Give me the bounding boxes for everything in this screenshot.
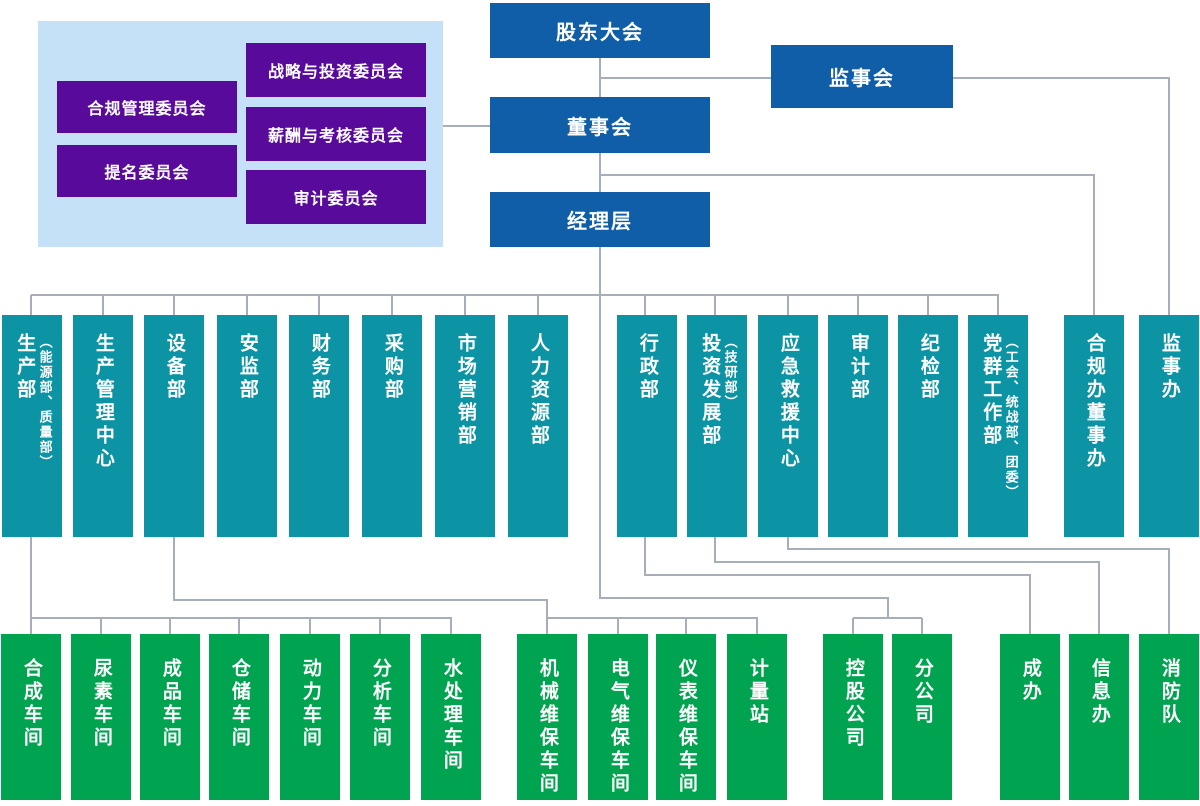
org-node-nomination-committee: 提名委员会 <box>57 145 237 197</box>
org-node-finance-dept: 财务部 <box>289 315 349 537</box>
org-node-label: 人力资源部 <box>527 333 550 448</box>
org-node-supervisory-office: 监事办 <box>1139 315 1199 537</box>
org-node-branch-company: 分公司 <box>892 634 952 800</box>
org-node-equipment-dept: 设备部 <box>144 315 204 537</box>
org-node-remuneration-appraisal-committee: 薪酬与考核委员会 <box>246 107 426 161</box>
org-node-label: 设备部 <box>163 333 186 402</box>
org-node-shareholders-meeting: 股东大会 <box>490 3 710 58</box>
org-node-audit-dept: 审计部 <box>828 315 888 537</box>
org-node-note: （技研部） <box>721 335 737 410</box>
org-node-holding-company: 控股公司 <box>823 634 883 800</box>
org-node-urea-workshop: 尿素车间 <box>71 634 131 800</box>
org-node-warehousing-workshop: 仓储车间 <box>209 634 269 800</box>
org-node-label: 审计委员会 <box>293 189 379 208</box>
org-node-label: 计量站 <box>746 658 769 727</box>
org-node-label: 电气维保车间 <box>607 658 630 796</box>
org-node-label: 动力车间 <box>299 658 322 750</box>
org-node-administration-dept: 行政部 <box>617 315 677 537</box>
org-node-label: 纪检部 <box>917 333 940 402</box>
org-node-human-resources-dept: 人力资源部 <box>508 315 568 537</box>
org-node-emergency-rescue-center: 应急救援中心 <box>758 315 818 537</box>
org-node-party-mass-work-dept: 党群工作部（工会、统战部、团委） <box>968 315 1028 537</box>
org-node-label: 成办 <box>1019 658 1042 704</box>
connector <box>953 77 1170 315</box>
org-node-board-of-directors: 董事会 <box>490 97 710 153</box>
org-node-label: 财务部 <box>308 333 331 402</box>
org-node-label: 尿素车间 <box>90 658 113 750</box>
org-node-label: 股东大会 <box>556 20 644 44</box>
org-node-strategy-investment-committee: 战略与投资委员会 <box>246 43 426 97</box>
org-node-label: 投资发展部 <box>699 333 722 448</box>
org-node-synthesis-workshop: 合成车间 <box>1 634 61 800</box>
org-node-label: 消防队 <box>1158 658 1181 727</box>
org-node-label: 合规办董事办 <box>1083 333 1106 471</box>
org-node-label: 分析车间 <box>369 658 392 750</box>
connector <box>173 537 548 634</box>
org-node-water-treatment-workshop: 水处理车间 <box>421 634 481 800</box>
org-node-label: 仪表维保车间 <box>675 658 698 796</box>
org-node-production-management-center: 生产管理中心 <box>73 315 133 537</box>
connector <box>644 537 1031 634</box>
org-node-metering-station: 计量站 <box>727 634 787 800</box>
connector <box>31 294 999 315</box>
org-node-audit-committee: 审计委员会 <box>246 170 426 224</box>
org-node-label: 市场营销部 <box>454 333 477 448</box>
org-node-label: 信息办 <box>1088 658 1111 727</box>
org-node-label: 水处理车间 <box>440 658 463 773</box>
connector <box>599 247 889 618</box>
org-node-label: 应急救援中心 <box>777 333 800 471</box>
connector <box>31 617 452 634</box>
org-node-instrument-maintenance-workshop: 仪表维保车间 <box>656 634 716 800</box>
org-node-finished-product-workshop: 成品车间 <box>140 634 200 800</box>
org-node-note: （工会、统战部、团委） <box>1002 335 1018 500</box>
org-node-electrical-maintenance-workshop: 电气维保车间 <box>588 634 648 800</box>
org-node-label: 审计部 <box>847 333 870 402</box>
org-node-marketing-dept: 市场营销部 <box>435 315 495 537</box>
org-node-label: 采购部 <box>381 333 404 402</box>
org-node-discipline-inspection-dept: 纪检部 <box>898 315 958 537</box>
org-node-label: 合规管理委员会 <box>87 99 207 118</box>
org-node-investment-development-dept: 投资发展部（技研部） <box>687 315 747 537</box>
org-node-compliance-board-office: 合规办董事办 <box>1064 315 1124 537</box>
org-node-label: 行政部 <box>636 333 659 402</box>
org-node-procurement-dept: 采购部 <box>362 315 422 537</box>
org-node-label: 安监部 <box>236 333 259 402</box>
org-node-label: 监事会 <box>829 66 895 90</box>
connector <box>547 617 758 634</box>
connector <box>787 537 1170 634</box>
org-node-information-office: 信息办 <box>1069 634 1129 800</box>
org-node-mechanical-maintenance-workshop: 机械维保车间 <box>517 634 577 800</box>
org-node-label: 合成车间 <box>20 658 43 750</box>
org-node-label: 提名委员会 <box>104 163 190 182</box>
connector <box>714 537 1100 634</box>
org-node-label: 生产管理中心 <box>92 333 115 471</box>
connector <box>600 174 1095 315</box>
org-node-safety-supervision-dept: 安监部 <box>217 315 277 537</box>
org-node-label: 分公司 <box>911 658 934 727</box>
org-node-management-team: 经理层 <box>490 192 710 247</box>
org-node-label: 薪酬与考核委员会 <box>267 126 404 145</box>
org-node-label: 仓储车间 <box>228 658 251 750</box>
org-node-production-dept: 生产部（能源部、质量部） <box>2 315 62 537</box>
org-node-label: 监事办 <box>1158 333 1181 402</box>
org-node-fire-brigade: 消防队 <box>1139 634 1199 800</box>
org-node-label: 生产部 <box>14 333 37 402</box>
org-node-supervisory-board: 监事会 <box>771 45 953 108</box>
org-node-compliance-management-committee: 合规管理委员会 <box>57 81 237 133</box>
org-node-label: 机械维保车间 <box>536 658 559 796</box>
org-node-label: 控股公司 <box>842 658 865 750</box>
org-node-label: 战略与投资委员会 <box>267 62 404 81</box>
org-node-note: （能源部、质量部） <box>36 335 52 470</box>
org-node-power-workshop: 动力车间 <box>280 634 340 800</box>
org-node-label: 董事会 <box>567 114 633 139</box>
org-node-cheng-office: 成办 <box>1000 634 1060 800</box>
org-node-label: 党群工作部 <box>980 333 1003 448</box>
org-node-label: 成品车间 <box>159 658 182 750</box>
org-node-analysis-workshop: 分析车间 <box>350 634 410 800</box>
org-node-label: 经理层 <box>567 209 633 233</box>
